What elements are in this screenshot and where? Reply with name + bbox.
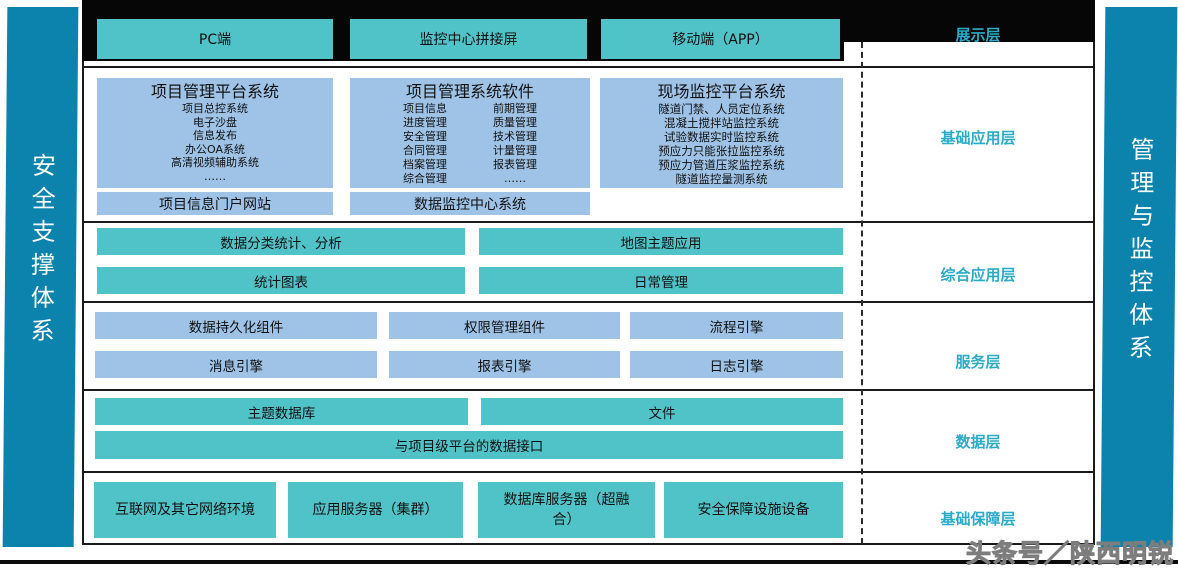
label-composite-layer: 综合应用层: [940, 266, 1016, 284]
box-theme-database: 主题数据库: [95, 398, 468, 425]
box-item: 计量管理: [493, 144, 537, 157]
box-permission-mgmt: 权限管理组件: [389, 312, 620, 339]
box-db-server-hyperconverged: 数据库服务器（超融合）: [478, 482, 655, 538]
box-item-row: 档案管理 报表管理: [350, 158, 590, 172]
box-item: 预应力管道压浆监控系统: [658, 158, 785, 172]
content-frame: [82, 0, 1095, 545]
box-map-theme-app: 地图主题应用: [479, 228, 843, 255]
box-data-persistence: 数据持久化组件: [95, 312, 377, 339]
box-files: 文件: [481, 398, 843, 425]
label-base-app-layer: 基础应用层: [940, 129, 1016, 147]
box-item: 隧道门禁、人员定位系统: [658, 102, 785, 116]
divider-composite-layer: [82, 301, 1095, 303]
box-title: 现场监控平台系统: [657, 82, 786, 101]
right-system-bar-label: 管理与监控体系: [1124, 136, 1155, 368]
box-daily-management: 日常管理: [479, 267, 843, 294]
box-mobile-app: 移动端（APP）: [601, 19, 840, 59]
watermark: 头条号／陕西明锐: [965, 539, 1174, 569]
box-title: 项目管理系统软件: [405, 82, 534, 101]
box-item: 综合管理: [403, 172, 447, 185]
divider-display-layer: [82, 66, 1095, 68]
box-app-server-cluster: 应用服务器（集群）: [288, 482, 463, 538]
box-item: 档案管理: [403, 158, 447, 171]
box-item-row: 合同管理 计量管理: [350, 144, 590, 158]
box-video-wall: 监控中心拼接屏: [350, 19, 587, 59]
box-item: 预应力只能张拉监控系统: [658, 144, 785, 158]
label-infrastructure-layer: 基础保障层: [940, 510, 1016, 528]
label-display-layer: 展示层: [955, 26, 1001, 44]
box-project-platform-data-interface: 与项目级平台的数据接口: [95, 431, 843, 459]
divider-bottom: [82, 543, 1095, 545]
label-data-layer: 数据层: [955, 433, 1001, 451]
left-system-bar: 安全支撑体系: [2, 7, 79, 547]
box-item: 项目总控系统: [182, 102, 248, 115]
box-item: 质量管理: [493, 116, 537, 129]
box-report-engine: 报表引擎: [389, 351, 620, 378]
box-item-row: 进度管理 质量管理: [350, 116, 590, 130]
box-item: 试验数据实时监控系统: [664, 130, 779, 144]
right-system-bar: 管理与监控体系: [1100, 7, 1178, 547]
box-data-classification: 数据分类统计、分析: [97, 228, 465, 255]
box-item: 项目信息: [403, 102, 447, 115]
box-pc-client: PC端: [97, 19, 333, 59]
box-workflow-engine: 流程引擎: [630, 312, 843, 339]
box-log-engine: 日志引擎: [630, 351, 843, 378]
box-item-row: 安全管理 技术管理: [350, 130, 590, 144]
box-item: 前期管理: [493, 102, 537, 115]
box-item: 混凝土搅拌站监控系统: [664, 116, 779, 130]
box-item: 合同管理: [403, 144, 447, 157]
box-title: 项目管理平台系统: [150, 82, 279, 101]
box-project-portal: 项目信息门户网站: [97, 192, 333, 215]
box-item: 进度管理: [403, 116, 447, 129]
label-column-dashed-line: [861, 42, 863, 544]
box-item: 报表管理: [493, 158, 537, 171]
divider-base-app-layer: [82, 221, 1095, 223]
box-site-monitoring-platform: 现场监控平台系统 隧道门禁、人员定位系统 混凝土搅拌站监控系统 试验数据实时监控…: [600, 78, 843, 188]
box-item: ……: [204, 169, 226, 183]
box-item: 技术管理: [493, 130, 537, 143]
left-system-bar-label: 安全支撑体系: [25, 153, 56, 351]
box-item: 安全管理: [403, 130, 447, 143]
divider-data-layer: [82, 471, 1095, 473]
box-message-engine: 消息引擎: [95, 351, 377, 378]
box-internet-network: 互联网及其它网络环境: [94, 482, 276, 538]
bottom-rule: [0, 560, 1178, 564]
box-project-mgmt-software: 项目管理系统软件 项目信息 前期管理 进度管理 质量管理 安全管理 技术管理 合同管理…: [350, 78, 590, 188]
box-item: ……: [504, 172, 526, 185]
header-band-right: [844, 0, 1095, 42]
box-item: 隧道监控量测系统: [675, 172, 768, 186]
box-project-mgmt-platform: 项目管理平台系统 项目总控系统 电子沙盘 信息发布 办公OA系统 高清视频辅助系…: [97, 78, 333, 188]
box-statistics-charts: 统计图表: [97, 267, 465, 294]
divider-service-layer: [82, 389, 1095, 391]
label-service-layer: 服务层: [955, 353, 1001, 371]
box-item-row: 综合管理 ……: [350, 172, 590, 186]
box-data-monitoring-center: 数据监控中心系统: [350, 192, 590, 215]
box-item: 办公OA系统: [185, 142, 245, 156]
box-security-facilities: 安全保障设施设备: [664, 482, 843, 538]
box-item: 电子沙盘: [193, 115, 237, 129]
box-item: 信息发布: [193, 129, 237, 142]
box-item: 高清视频辅助系统: [171, 156, 259, 169]
box-item-row: 项目信息 前期管理: [350, 102, 590, 116]
